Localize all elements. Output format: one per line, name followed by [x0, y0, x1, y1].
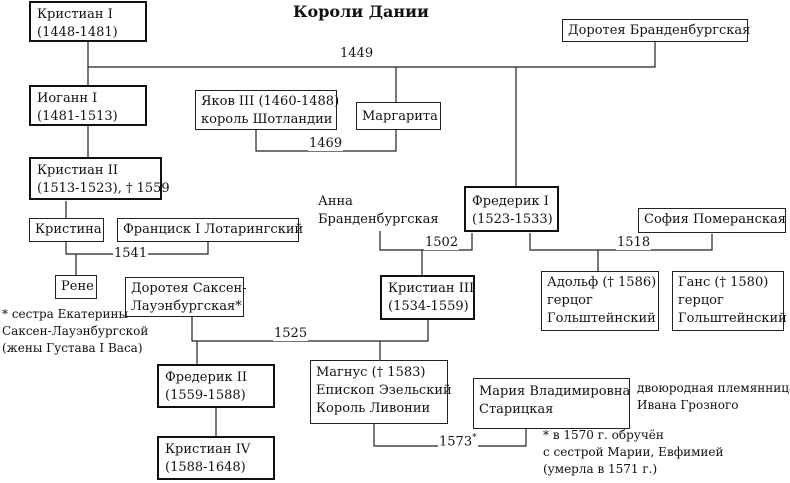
person-rene: Рене [55, 275, 97, 299]
year-label-1469: 1469 [308, 136, 344, 151]
person-franz-1: Франциск I Лотарингский [117, 218, 303, 242]
person-frederik-2: Фредерик II(1559-1588) [157, 364, 275, 408]
line-marriage-1449 [87, 41, 656, 68]
person-dorothea-brandenburg: Доротея Бранденбургская [562, 19, 750, 42]
year-label-1502: 1502 [424, 235, 460, 250]
person-sofia-pomeranian: София Померанская [638, 208, 786, 233]
year-label-1518: 1518 [616, 235, 652, 250]
person-christian-1: Кристиан I(1448-1481) [29, 1, 147, 42]
line-marriage-1525 [191, 317, 429, 342]
person-margarita: Маргарита [356, 102, 441, 130]
person-kristina: Кристина [29, 218, 104, 242]
person-dorothea-saxe-lauenburg: Доротея Саксен-Лауэнбургская* [125, 277, 247, 317]
note-maria-niece: двоюродная племянница Ивана Грозного [637, 381, 790, 412]
year-label-1449: 1449 [339, 46, 375, 61]
person-christian-4: Кристиан IV(1588-1648) [157, 436, 275, 480]
asterisk-mark: * [472, 433, 477, 443]
person-johann-1: Иоганн I(1481-1513) [29, 85, 147, 126]
page-title: Короли Дании [293, 2, 429, 21]
person-christian-3: Кристиан III(1534-1559) [380, 275, 475, 320]
note-magnus-betrothal: * в 1570 г. обручён с сестрой Марии, Евф… [543, 428, 724, 476]
person-frederik-1: Фредерик I(1523-1533) [464, 186, 559, 232]
note-dorothea-sister: * сестра Екатерины Саксен-Лауэнбургской … [2, 307, 149, 355]
year-label-1573: 1573* [438, 431, 478, 450]
line-marriage-1502 [379, 230, 473, 251]
person-christian-2: Кристиан II(1513-1523), † 1559 [29, 157, 170, 200]
year-label-1525: 1525 [273, 326, 309, 341]
line-marriage-1469 [255, 130, 397, 152]
person-jakob-3: Яков III (1460-1488)король Шотландии [195, 90, 339, 130]
year-label-1541: 1541 [113, 246, 149, 261]
line-marriage-1518 [529, 233, 713, 251]
